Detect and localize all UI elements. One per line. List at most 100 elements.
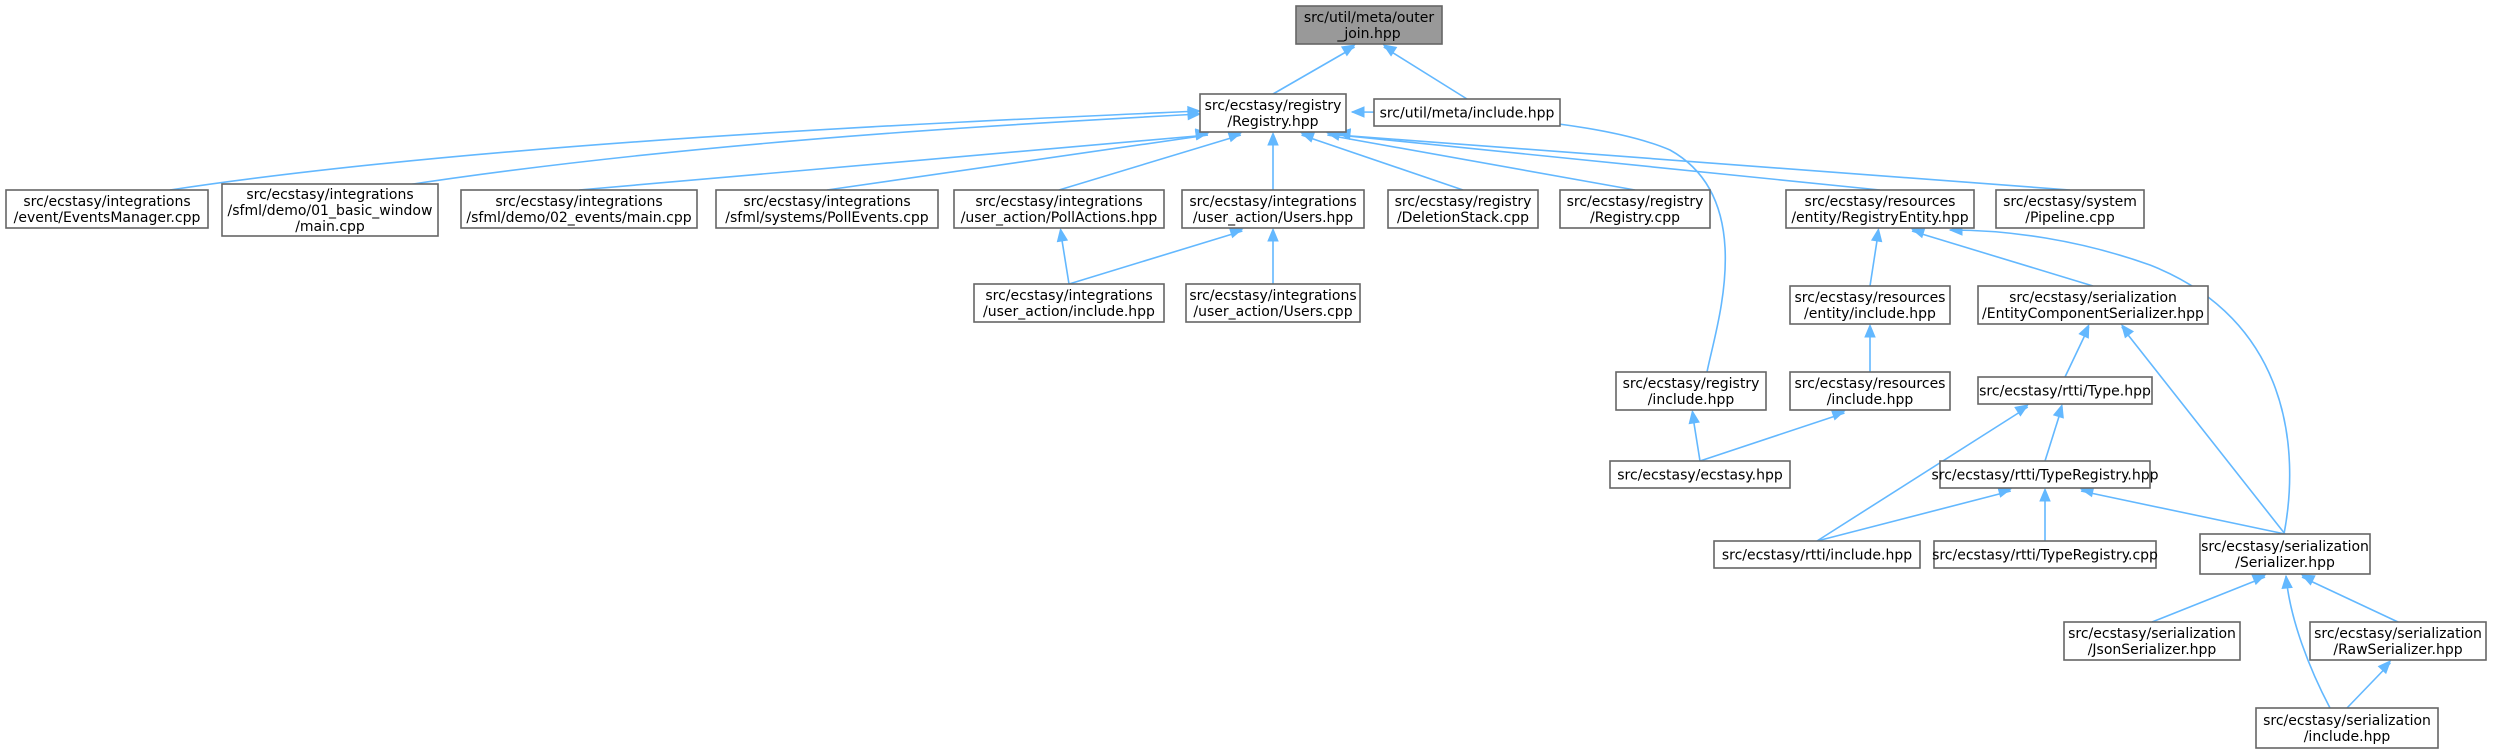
nodes-layer: src/util/meta/outer_join.hpp src/ecstasy/…	[5, 5, 2487, 749]
dependency-edge	[1068, 227, 1244, 285]
dependency-edge	[2151, 574, 2267, 623]
file-node-label: /sfml/demo/01_basic_window	[228, 203, 433, 219]
dependency-edge	[1300, 131, 1464, 191]
file-node-box	[2199, 533, 2371, 575]
file-node-label: /user_action/include.hpp	[983, 304, 1155, 320]
file-node-box	[1933, 540, 2157, 569]
dependency-edge	[1056, 227, 1070, 285]
arrowhead-icon	[1382, 44, 1398, 57]
dependency-edge-line	[2121, 326, 2286, 535]
file-node-box	[2309, 621, 2487, 661]
file-node-label: /user_action/PollActions.hpp	[961, 210, 1158, 226]
file-node-label: src/ecstasy/resources	[1805, 194, 1956, 210]
file-node-type-registry-hpp[interactable]: src/ecstasy/rtti/TypeRegistry.hpp	[1931, 460, 2159, 489]
file-node-label: src/ecstasy/registry	[1395, 194, 1532, 210]
file-node-label: src/ecstasy/rtti/include.hpp	[1722, 548, 1912, 564]
dependency-edge-line	[826, 134, 1209, 191]
file-node-box	[2255, 707, 2439, 749]
file-node-box	[2063, 621, 2241, 661]
file-node-type-registry-cpp[interactable]: src/ecstasy/rtti/TypeRegistry.cpp	[1932, 540, 2158, 569]
file-node-ecstasy-hpp[interactable]: src/ecstasy/ecstasy.hpp	[1609, 460, 1791, 489]
file-node-ua-include[interactable]: src/ecstasy/integrations/user_action/inc…	[973, 283, 1165, 323]
file-node-rtti-include[interactable]: src/ecstasy/rtti/include.hpp	[1713, 540, 1921, 569]
dependency-edge-path	[1949, 229, 2291, 535]
file-node-sfml-demo2[interactable]: src/ecstasy/integrations/sfml/demo/02_ev…	[460, 189, 698, 229]
file-node-label: src/ecstasy/integrations	[1189, 194, 1356, 210]
arrowhead-icon	[2078, 323, 2090, 339]
dependency-edge	[2044, 403, 2064, 462]
file-node-raw-serializer[interactable]: src/ecstasy/serialization/RawSerializer.…	[2309, 621, 2487, 661]
file-node-label: _join.hpp	[1336, 26, 1400, 42]
file-node-entity-include[interactable]: src/ecstasy/resources/entity/include.hpp	[1789, 285, 1951, 325]
file-node-poll-events[interactable]: src/ecstasy/integrations/sfml/systems/Po…	[715, 189, 939, 229]
file-node-users-cpp[interactable]: src/ecstasy/integrations/user_action/Use…	[1185, 283, 1361, 323]
dependency-edge	[826, 129, 1210, 191]
file-node-registry-include[interactable]: src/ecstasy/registry/include.hpp	[1615, 371, 1767, 411]
file-node-box	[1615, 371, 1767, 411]
dependency-edge-line	[1068, 230, 1243, 285]
file-node-label: /EntityComponentSerializer.hpp	[1982, 306, 2204, 322]
file-node-box	[1295, 5, 1443, 45]
dependency-edge-line	[2301, 576, 2399, 623]
dependency-edge	[1816, 404, 2029, 542]
file-node-box	[1559, 189, 1711, 229]
file-node-events-manager[interactable]: src/ecstasy/integrations/event/EventsMan…	[5, 189, 209, 229]
file-node-type-hpp[interactable]: src/ecstasy/rtti/Type.hpp	[1977, 376, 2153, 405]
arrowhead-icon	[1227, 131, 1243, 143]
dependency-edge-line	[1911, 230, 2094, 287]
file-node-pipeline[interactable]: src/ecstasy/system/Pipeline.cpp	[1995, 189, 2145, 229]
file-node-label: src/ecstasy/serialization	[2263, 713, 2431, 729]
file-node-outer-join[interactable]: src/util/meta/outer_join.hpp	[1295, 5, 1443, 45]
file-node-json-serializer[interactable]: src/ecstasy/serialization/JsonSerializer…	[2063, 621, 2241, 661]
file-node-box	[1609, 460, 1791, 489]
arrowhead-icon	[2377, 660, 2392, 675]
file-node-label: /main.cpp	[295, 219, 365, 235]
dependency-edge	[2346, 660, 2392, 709]
file-node-registry-cpp[interactable]: src/ecstasy/registry/Registry.cpp	[1559, 189, 1711, 229]
file-node-serializer-hpp[interactable]: src/ecstasy/serialization/Serializer.hpp	[2199, 533, 2371, 575]
file-node-deletion-stack[interactable]: src/ecstasy/registry/DeletionStack.cpp	[1387, 189, 1539, 229]
file-node-label: src/ecstasy/integrations	[975, 194, 1142, 210]
file-node-box	[953, 189, 1165, 229]
file-node-label: /Registry.cpp	[1590, 210, 1680, 226]
file-node-registry-hpp[interactable]: src/ecstasy/registry/Registry.hpp	[1199, 93, 1347, 133]
dependency-edge-line	[1272, 46, 1355, 95]
file-node-label: src/ecstasy/registry	[1567, 194, 1704, 210]
file-node-label: src/ecstasy/registry	[1623, 376, 1760, 392]
dependency-edge-line	[2080, 490, 2286, 535]
file-node-label: /include.hpp	[2304, 729, 2391, 745]
arrowhead-icon	[1350, 106, 1365, 118]
file-node-box	[1181, 189, 1365, 229]
dependency-edge	[1864, 323, 1876, 372]
file-node-poll-actions[interactable]: src/ecstasy/integrations/user_action/Pol…	[953, 189, 1165, 229]
file-node-ecs-serializer[interactable]: src/ecstasy/serialization/EntityComponen…	[1977, 285, 2209, 325]
file-node-meta-include[interactable]: src/util/meta/include.hpp	[1373, 98, 1561, 127]
file-node-resources-include[interactable]: src/ecstasy/resources/include.hpp	[1789, 371, 1951, 411]
dependency-edge	[1350, 106, 1727, 373]
file-node-box	[1387, 189, 1539, 229]
file-node-label: /sfml/systems/PollEvents.cpp	[725, 210, 929, 226]
dependency-edge	[1382, 44, 1468, 100]
file-node-label: src/ecstasy/rtti/Type.hpp	[1979, 384, 2151, 400]
file-node-label: src/ecstasy/integrations	[23, 194, 190, 210]
file-node-registry-entity[interactable]: src/ecstasy/resources/entity/RegistryEnt…	[1785, 189, 1975, 229]
file-node-box	[715, 189, 939, 229]
file-node-box	[1373, 98, 1561, 127]
dependency-edge	[1816, 486, 2013, 542]
file-node-box	[973, 283, 1165, 323]
file-node-sfml-demo1[interactable]: src/ecstasy/integrations/sfml/demo/01_ba…	[221, 183, 439, 237]
dependency-edge-line	[1058, 134, 1242, 191]
file-node-box	[1185, 283, 1361, 323]
file-node-label: src/ecstasy/rtti/TypeRegistry.cpp	[1932, 548, 2158, 564]
arrowhead-icon	[1187, 108, 1202, 121]
file-node-serialization-include[interactable]: src/ecstasy/serialization/include.hpp	[2255, 707, 2439, 749]
dependency-edge	[1267, 131, 1279, 190]
file-node-box	[460, 189, 698, 229]
file-node-label: src/ecstasy/integrations	[985, 288, 1152, 304]
arrowhead-icon	[2120, 323, 2135, 339]
file-node-users-hpp[interactable]: src/ecstasy/integrations/user_action/Use…	[1181, 189, 1365, 229]
dependency-edge-line	[1327, 134, 1636, 191]
dependency-edge	[2064, 323, 2090, 378]
dependency-edge	[1272, 44, 1356, 95]
